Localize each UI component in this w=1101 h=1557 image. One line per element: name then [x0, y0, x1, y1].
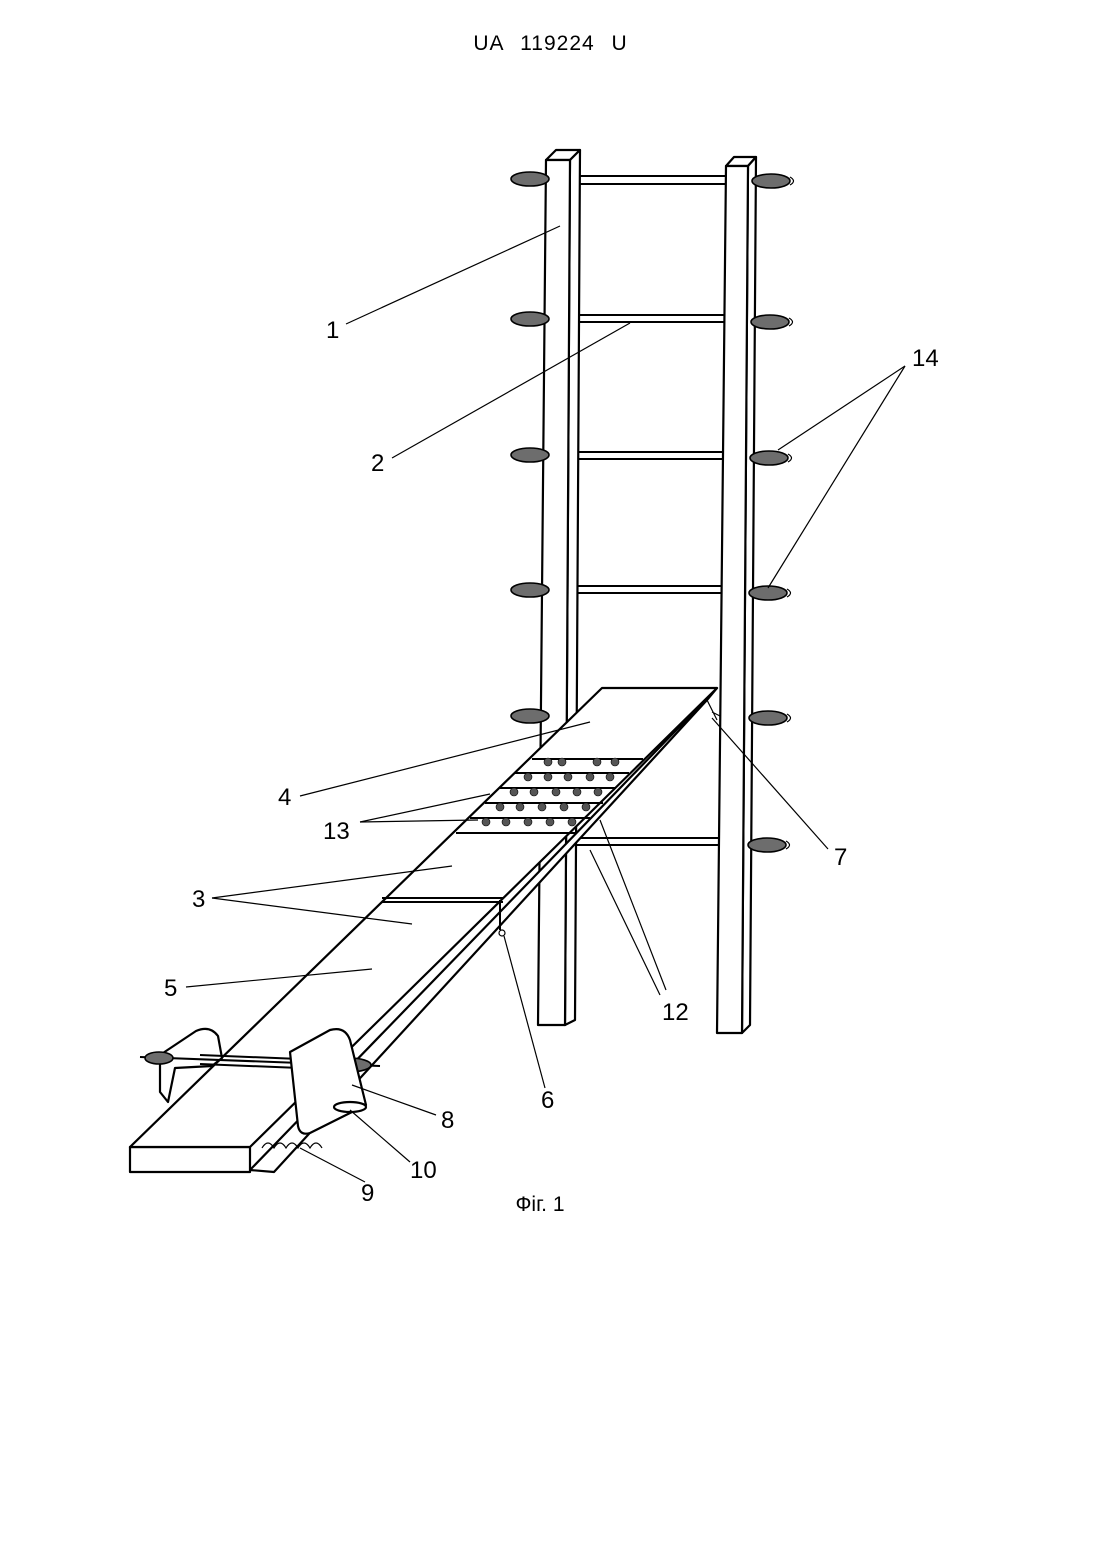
ref-label-6: 6 [541, 1087, 554, 1114]
ref-label-5: 5 [164, 975, 177, 1002]
ref-label-1: 1 [326, 317, 339, 344]
ref-label-4: 4 [278, 784, 291, 811]
ref-label-7: 7 [834, 844, 847, 871]
ref-label-2: 2 [371, 450, 384, 477]
figure-caption: Фіг. 1 [440, 1193, 640, 1217]
ref-label-13: 13 [323, 818, 350, 845]
wall-ladder [511, 150, 794, 1033]
ref-label-9: 9 [361, 1180, 374, 1207]
ref-label-14: 14 [912, 345, 939, 372]
ref-label-8: 8 [441, 1107, 454, 1134]
ref-label-3: 3 [192, 886, 205, 913]
ref-label-10: 10 [410, 1157, 437, 1184]
inclined-board [130, 688, 720, 1172]
ref-label-12: 12 [662, 999, 689, 1026]
